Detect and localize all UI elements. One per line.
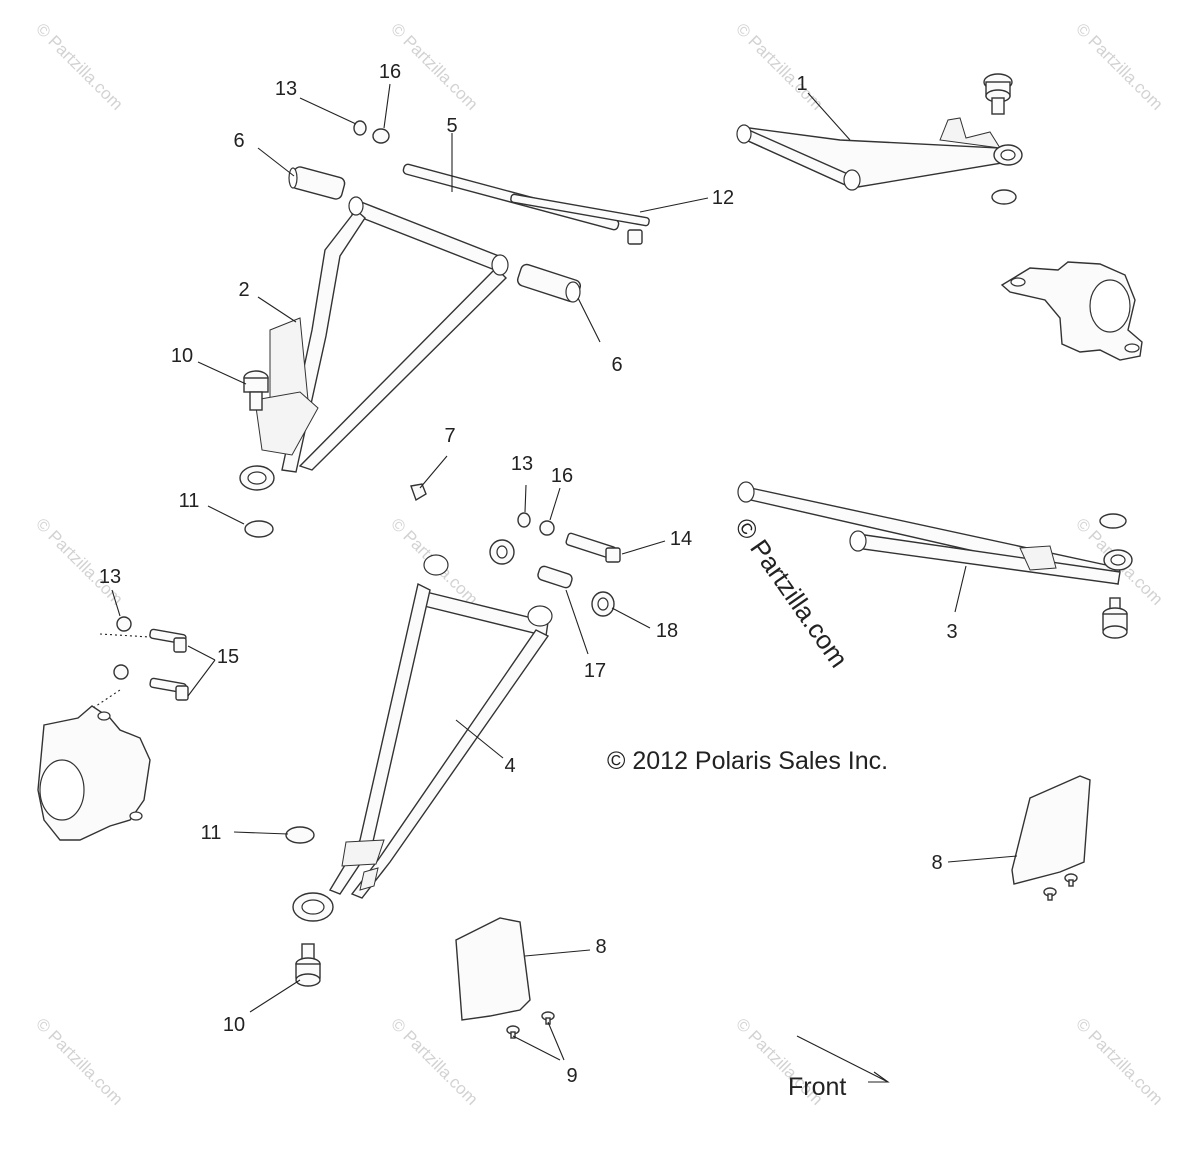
callout-11: 11 [179,490,200,512]
watermark: © Partzilla.com [387,1014,481,1108]
front-direction-label: Front [788,1073,846,1101]
callout-1: 1 [796,73,807,95]
spindle-right [1000,261,1143,361]
screw [1043,873,1078,901]
callout-12: 12 [712,187,734,209]
watermark: © Partzilla.com [32,514,126,608]
copyright-notice: © 2012 Polaris Sales Inc. [607,747,888,775]
pivot-bolt [510,193,650,245]
callout-5: 5 [446,115,457,137]
ball-joint [983,73,1013,115]
callout-16: 16 [379,61,401,83]
watermark: © Partzilla.com [1072,1014,1166,1108]
skid-plate [1011,775,1091,885]
callout-6: 6 [233,130,244,152]
grease-fitting [410,483,427,502]
callout-labels: 1 2 3 4 5 6 6 7 8 8 9 10 10 11 11 12 13 … [99,61,958,1087]
bushing [489,539,515,565]
watermark: © Partzilla.com [1072,19,1166,113]
bushing [288,166,346,200]
watermark: © Partzilla.com [32,1014,126,1108]
callout-18: 18 [656,620,678,642]
watermark: © Partzilla.com [387,19,481,113]
callout-13: 13 [99,566,121,588]
snap-ring [285,826,315,844]
spindle-left [37,705,151,841]
callout-14: 14 [670,528,692,550]
callout-17: 17 [584,660,606,682]
callout-13: 13 [511,453,533,475]
callout-6: 6 [611,354,622,376]
callout-7: 7 [444,425,455,447]
callout-8: 8 [931,852,942,874]
bushing [516,263,582,303]
snap-ring [1099,513,1127,529]
bolt [149,677,189,701]
washer [372,128,390,144]
snap-ring [244,520,274,538]
callout-8: 8 [595,936,606,958]
callout-4: 4 [504,755,515,777]
nut [113,664,129,680]
ball-joint [1102,597,1128,639]
nut [517,512,531,528]
bolt [565,532,621,563]
ball-joint [243,370,269,411]
nut [116,616,132,632]
ball-joint [295,943,321,987]
watermark: © Partzilla.com [32,19,126,113]
nut [353,120,367,136]
skid-plate [455,917,531,1021]
callout-13: 13 [275,78,297,100]
bushing [591,591,615,617]
snap-ring [991,189,1017,205]
callout-16: 16 [551,465,573,487]
upper-control-arm-left [239,196,509,491]
callout-10: 10 [171,345,193,367]
partzilla-mark: © Partzilla.com [729,512,854,673]
lower-control-arm-right [737,481,1133,585]
callout-11: 11 [201,822,222,844]
watermark: © Partzilla.com [732,19,826,113]
callout-15: 15 [217,646,239,668]
callout-leaders [111,83,1018,1083]
lower-control-arm-left [292,554,553,922]
screw [506,1011,555,1039]
upper-control-arm-right [736,117,1023,191]
callout-10: 10 [223,1014,245,1036]
callout-2: 2 [238,279,249,301]
washer [539,520,555,536]
sleeve [537,565,573,589]
callout-3: 3 [946,621,957,643]
bolt [149,628,187,653]
callout-9: 9 [566,1065,577,1087]
